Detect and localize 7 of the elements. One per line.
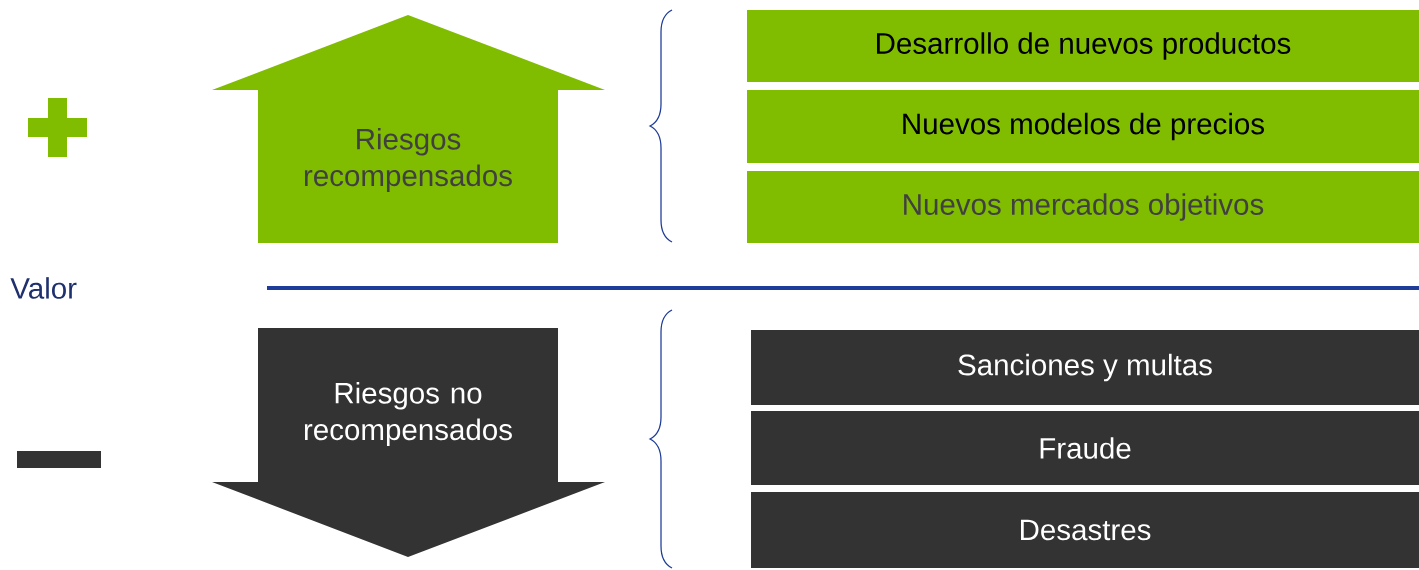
axis-label: Valor — [10, 277, 77, 299]
text-box: Desarrollo de nuevos productos — [747, 10, 1419, 82]
text-box: Desastres — [751, 492, 1419, 568]
text-box: Nuevos mercados objetivos — [747, 171, 1419, 243]
text-box: Fraude — [751, 411, 1419, 485]
text-box: Sanciones y multas — [751, 330, 1419, 405]
text-box: Nuevos modelos de precios — [747, 90, 1419, 163]
